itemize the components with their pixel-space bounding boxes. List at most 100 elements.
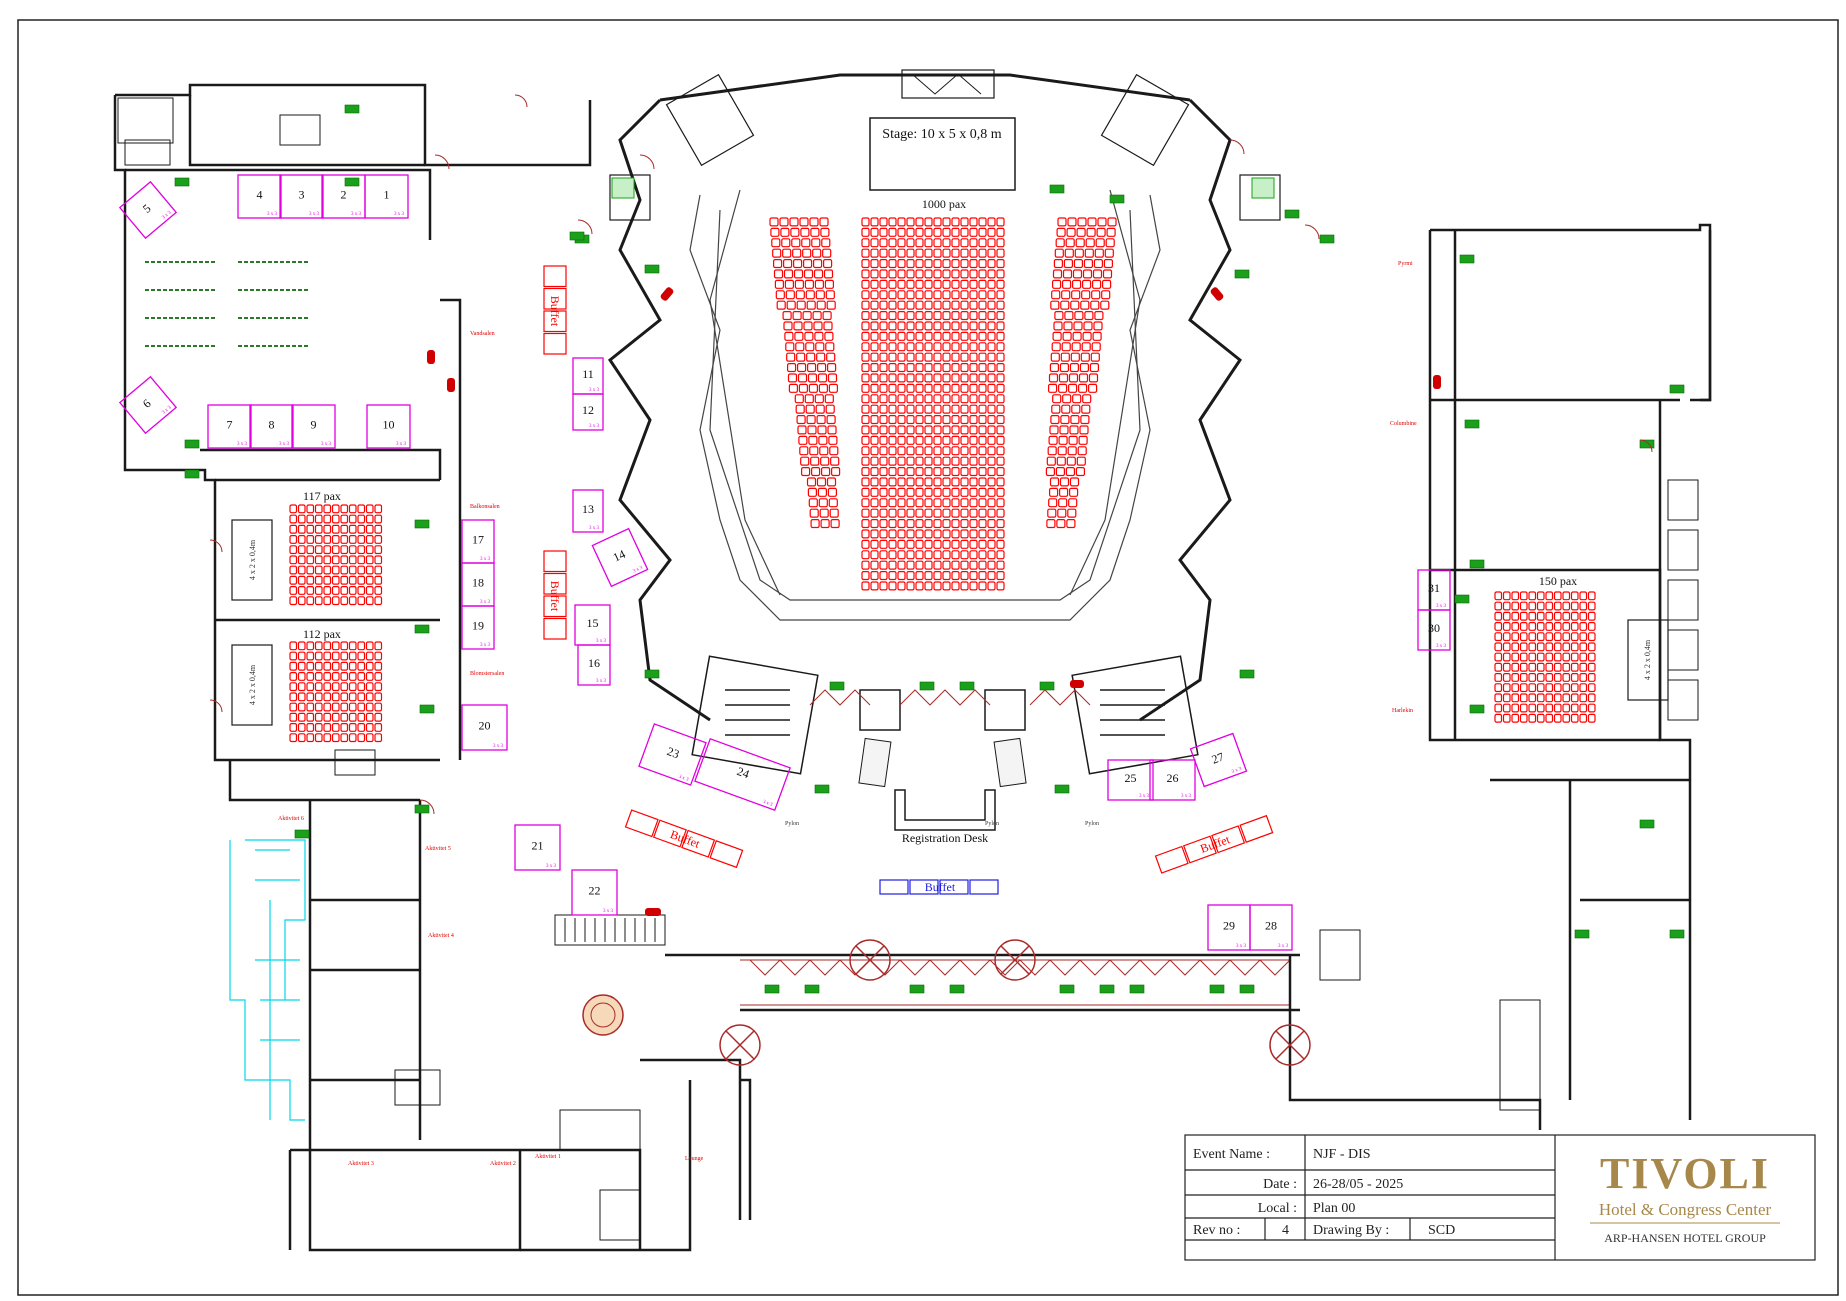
seat (365, 702, 374, 712)
seat (1074, 248, 1084, 258)
seat (770, 227, 780, 237)
seat (1047, 383, 1058, 393)
seat (951, 248, 960, 258)
seat (969, 248, 978, 258)
seat (942, 342, 951, 352)
seat (1078, 435, 1088, 445)
seat (870, 248, 879, 258)
seat (924, 259, 933, 269)
seat (987, 383, 996, 393)
seat (987, 227, 996, 237)
seat (960, 415, 969, 425)
seat (924, 217, 933, 227)
seat (806, 477, 817, 487)
seat (1102, 269, 1113, 279)
seat (314, 661, 323, 671)
seat (906, 467, 915, 477)
seat (951, 539, 960, 549)
seat (879, 363, 888, 373)
seat (297, 712, 306, 722)
door-swings (209, 94, 1653, 815)
seat (933, 529, 942, 539)
seat (340, 514, 349, 524)
exit-sign-icon (419, 704, 435, 714)
seat (374, 733, 383, 743)
seat (987, 550, 996, 560)
seat (978, 279, 987, 289)
seat (951, 550, 960, 560)
seat (792, 311, 802, 321)
exit-sign-icon (1469, 559, 1485, 569)
seat (987, 290, 996, 300)
seat (331, 585, 340, 595)
seat (879, 394, 888, 404)
seat (1570, 683, 1579, 693)
booth-size: 3 x 3 (279, 442, 290, 447)
seat (960, 477, 969, 487)
seat (1511, 621, 1520, 631)
seat (340, 722, 349, 732)
seat (987, 498, 996, 508)
seat (365, 575, 374, 585)
seat (1090, 352, 1100, 362)
booth-number: 11 (582, 367, 594, 381)
seat (870, 300, 879, 310)
exit-sign-icon (1459, 254, 1475, 264)
seat (289, 702, 298, 712)
seat (1061, 279, 1072, 289)
seat (1536, 642, 1545, 652)
seat (1511, 662, 1520, 672)
seat (879, 311, 888, 321)
seat (996, 311, 1005, 321)
seat (879, 581, 888, 591)
seat (960, 331, 969, 341)
seat (861, 518, 870, 529)
seat (1562, 652, 1571, 662)
seat (806, 300, 816, 310)
booth-18: 183 x 3 (461, 562, 495, 607)
booth-size: 3 x 3 (596, 639, 607, 644)
seat (861, 238, 870, 248)
seat (996, 570, 1005, 581)
seat (1096, 227, 1106, 237)
seat (1095, 238, 1105, 248)
room-label-balkonsalen: Balkonsalen (470, 504, 500, 510)
seat (323, 682, 332, 692)
seat (1073, 321, 1083, 331)
seat (978, 487, 987, 497)
seat (951, 238, 960, 248)
seat (960, 217, 969, 227)
seat (978, 394, 987, 404)
seat (808, 498, 818, 508)
room-labels: Vandsalen Balkonsalen Blomstersalen Pyrm… (278, 261, 1417, 1167)
seat (314, 671, 323, 681)
seat (1058, 498, 1068, 508)
exit-sign-icon (1639, 439, 1655, 449)
seat (978, 259, 987, 269)
seat (987, 435, 996, 445)
seat (1494, 672, 1503, 682)
seat (915, 363, 924, 373)
booth-size: 3 x 3 (480, 600, 491, 605)
seat (1060, 415, 1070, 425)
seat (1057, 383, 1068, 393)
seat (1055, 467, 1066, 477)
seat (814, 331, 824, 341)
seat (374, 692, 383, 702)
seat (951, 394, 960, 404)
seat (1511, 693, 1520, 703)
seat (796, 352, 806, 362)
seat (879, 477, 888, 487)
room-label-akt2: Aktivitet 2 (490, 1161, 516, 1167)
seat (951, 300, 960, 310)
seat (306, 534, 315, 544)
booth-number: 23 (665, 744, 681, 761)
seat (1579, 621, 1588, 631)
seat (888, 290, 897, 300)
seat (960, 321, 969, 331)
seat (978, 352, 987, 362)
seat (897, 539, 906, 549)
seat (1587, 611, 1596, 621)
seat (942, 331, 951, 341)
seat (960, 539, 969, 549)
